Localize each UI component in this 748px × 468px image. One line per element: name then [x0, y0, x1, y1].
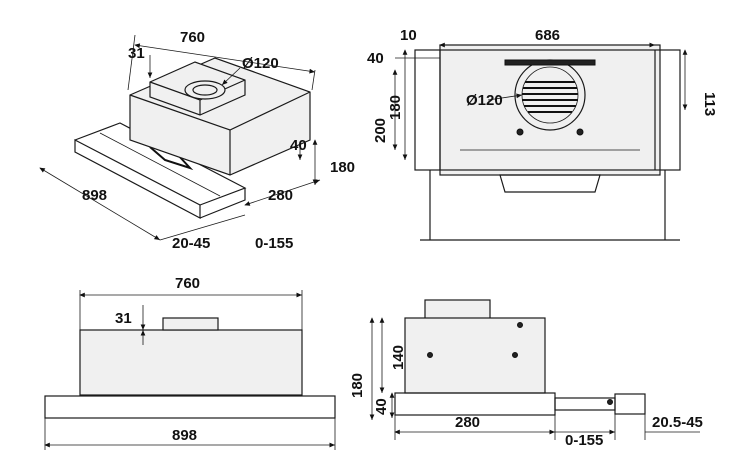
fv-offset: 31 — [115, 310, 132, 327]
iso-slide: 0-155 — [255, 235, 293, 252]
sv-height-b: 180 — [349, 373, 366, 398]
iso-height: 180 — [330, 159, 355, 176]
sv-lip — [614, 393, 646, 415]
sv-front-panel — [394, 392, 556, 416]
fv-body — [79, 329, 303, 396]
fi-height-b: 200 — [372, 118, 389, 143]
iso-lip: 20-45 — [172, 235, 210, 252]
fi-top-gap: 10 — [400, 27, 417, 44]
iso-view: 760 31 Ø120 40 180 898 280 20-45 0-155 — [39, 29, 355, 252]
fi-side: 40 — [367, 50, 384, 67]
iso-depth-front: 40 — [290, 137, 307, 154]
fi-duct-label: Ø120 — [466, 92, 503, 109]
front-inner-view: 10 686 40 Ø120 180 200 113 — [367, 27, 718, 241]
sv-slide-label: 0-155 — [565, 432, 603, 449]
fi-right-height: 113 — [701, 92, 718, 116]
fi-handle — [499, 174, 601, 193]
iso-handle — [149, 146, 194, 171]
iso-depth: 280 — [268, 187, 293, 204]
sv-front: 40 — [373, 398, 390, 415]
iso-width: 760 — [180, 29, 205, 46]
iso-duct-label: Ø120 — [242, 55, 279, 72]
iso-duct — [184, 80, 226, 100]
side-view: 140 180 40 280 0-155 20.5-45 — [349, 299, 703, 449]
sv-lip-label: 20.5-45 — [652, 414, 703, 431]
sv-height-a: 140 — [390, 345, 407, 370]
iso-offset: 31 — [128, 45, 145, 62]
fi-height-a: 180 — [387, 95, 404, 120]
sv-body — [404, 317, 546, 394]
fi-inner-width: 686 — [535, 27, 560, 44]
iso-total-width: 898 — [82, 187, 107, 204]
sv-depth: 280 — [455, 414, 480, 431]
sv-slide — [554, 397, 616, 411]
sv-duct-box — [424, 299, 491, 321]
fv-duct-box — [162, 317, 219, 331]
fv-front-panel — [44, 395, 336, 419]
fv-width: 760 — [175, 275, 200, 292]
fv-total-width: 898 — [172, 427, 197, 444]
front-view: 760 31 898 — [44, 275, 336, 450]
